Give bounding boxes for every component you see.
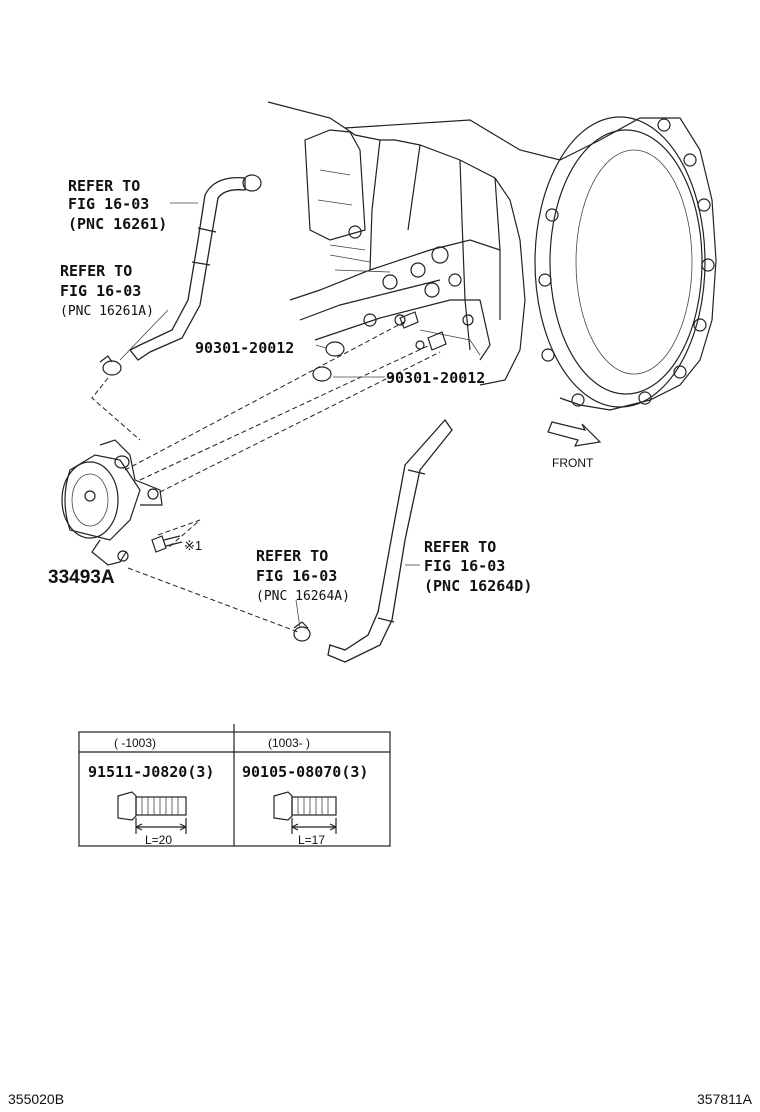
leader-lines xyxy=(119,202,420,629)
refer-c-line3: (PNC 16264A) xyxy=(256,589,350,604)
routing-lines xyxy=(91,321,441,633)
clamp-lower xyxy=(293,621,311,642)
refer-a-line2: FIG 16-03 xyxy=(68,195,149,213)
upper-hose xyxy=(128,174,262,361)
clamp-upper xyxy=(99,355,122,376)
refer-c-line2: FIG 16-03 xyxy=(256,567,337,585)
bolt-drawing-1: L=20 xyxy=(117,791,187,847)
table-col2-header: (1003- ) xyxy=(268,736,310,750)
callout-refer-d: REFER TO FIG 16-03 (PNC 16264D) xyxy=(424,538,532,595)
lower-hose xyxy=(327,418,453,663)
gasket-2-label: 90301-20012 xyxy=(386,369,485,387)
table-col1-header: ( -1003) xyxy=(114,736,156,750)
refer-b-line2: FIG 16-03 xyxy=(60,282,141,300)
bolt-ref-label: ※1 xyxy=(184,538,202,553)
table-col1-length: L=20 xyxy=(145,833,172,847)
callout-refer-a: REFER TO FIG 16-03 (PNC 16261) xyxy=(68,177,167,233)
bolt-table: ( -1003) (1003- ) 91511-J0820(3) 90105-0… xyxy=(78,724,391,847)
transmission-housing xyxy=(267,101,717,411)
refer-b-line1: REFER TO xyxy=(60,262,132,280)
refer-d-line1: REFER TO xyxy=(424,538,496,556)
bolt-1 xyxy=(151,535,183,553)
bolt-drawing-2: L=17 xyxy=(273,791,337,847)
oil-cooler xyxy=(61,439,163,566)
table-col1-part: 91511-J0820(3) xyxy=(88,763,214,781)
refer-d-line3: (PNC 16264D) xyxy=(424,577,532,595)
refer-d-line2: FIG 16-03 xyxy=(424,557,505,575)
gaskets xyxy=(312,341,345,382)
front-label: FRONT xyxy=(552,456,594,470)
table-col2-length: L=17 xyxy=(298,833,325,847)
refer-c-line1: REFER TO xyxy=(256,547,328,565)
refer-a-line3: (PNC 16261) xyxy=(68,215,167,233)
refer-a-line1: REFER TO xyxy=(68,177,140,195)
front-arrow xyxy=(547,421,602,447)
footer-left-code: 355020B xyxy=(8,1091,64,1107)
table-col2-part: 90105-08070(3) xyxy=(242,763,368,781)
cooler-label: 33493A xyxy=(48,567,115,588)
refer-b-line3: (PNC 16261A) xyxy=(60,304,154,319)
footer-right-code: 357811A xyxy=(697,1091,753,1107)
callout-refer-b: REFER TO FIG 16-03 (PNC 16261A) xyxy=(60,262,154,319)
gasket-1-label: 90301-20012 xyxy=(195,339,294,357)
callout-refer-c: REFER TO FIG 16-03 (PNC 16264A) xyxy=(256,547,350,604)
